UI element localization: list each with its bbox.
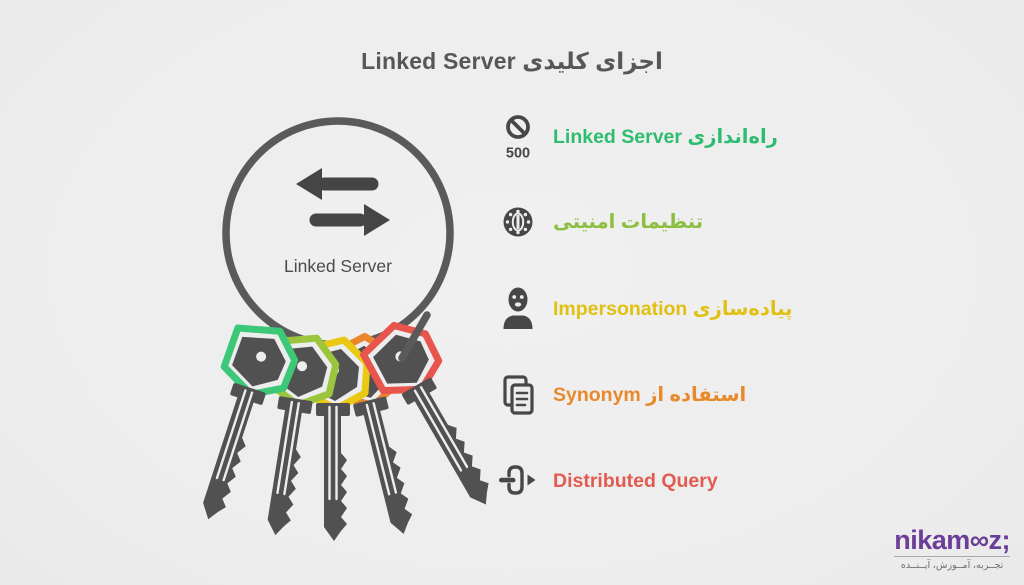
list-item-label: پیاده‌سازی Impersonation [553,298,793,320]
keyring-circle [222,117,454,349]
svg-text:500: 500 [506,146,530,161]
link-out-arrow-icon [497,463,539,499]
keyring-illustration: Linked Server [146,117,536,572]
list-item-distributed-query: Distributed Query [497,458,718,504]
list-item-synonym: استفاده از Synonym [497,372,746,418]
list-item-security-settings: تنظیمات امنیتی [497,199,703,245]
ring-label: Linked Server [284,256,392,276]
logo-tagline: تجــربه، آمــوزش، آیــنــده [894,556,1010,571]
page-title: اجزای کلیدی Linked Server [361,48,663,74]
list-item-label: استفاده از Synonym [553,384,747,406]
vault-door-icon [497,204,539,240]
logo-wordmark: nikam∞z; [894,525,1010,555]
copy-documents-icon [497,372,539,418]
ban-500-icon: 500 [497,114,539,160]
list-item-label: راه‌اندازی Linked Server [553,126,778,148]
list-item-linked-server-setup: 500 راه‌اندازی Linked Server [497,114,778,160]
list-item-label: تنظیمات امنیتی [553,211,704,233]
list-item-label: Distributed Query [553,469,718,492]
nikamooz-logo: nikam∞z; تجــربه، آمــوزش، آیــنــده [894,527,1010,571]
list-item-impersonation: پیاده‌سازی Impersonation [497,286,793,332]
masked-person-icon [497,286,539,332]
ring-thread [398,311,431,362]
data-transfer-arrows-icon [296,168,390,236]
